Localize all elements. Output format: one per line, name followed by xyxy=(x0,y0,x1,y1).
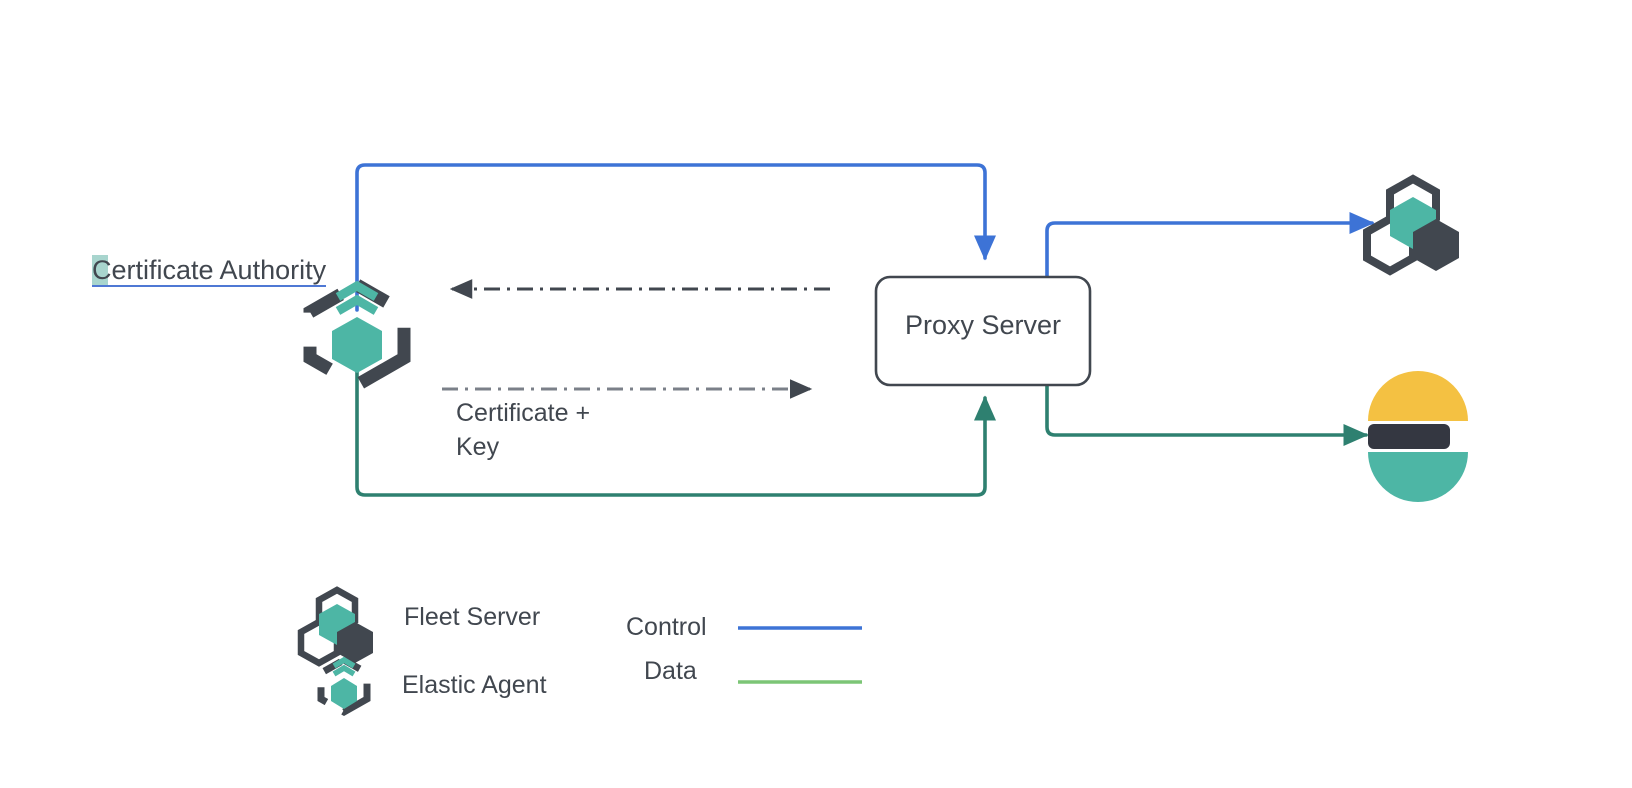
label-highlight xyxy=(92,255,108,285)
cert-key-edge-label: Certificate + Key xyxy=(456,396,590,464)
elasticsearch-icon[interactable] xyxy=(1368,371,1468,502)
legend-label-elastic-agent: Elastic Agent xyxy=(402,671,547,699)
elasticsearch-dark-bar xyxy=(1368,424,1450,449)
proxy-server-label: Proxy Server xyxy=(904,310,1062,340)
legend-fleet-server-icon xyxy=(297,586,373,667)
legend-label-control: Control xyxy=(626,613,707,641)
agent-inner-hex xyxy=(332,317,382,373)
cert-key-line-2: Key xyxy=(456,433,500,461)
legend-elastic-agent-icon xyxy=(317,655,371,717)
edge-data-agent-to-proxy xyxy=(355,358,997,497)
agent-outer-hex xyxy=(303,277,411,393)
edge-data-proxy-to-elasticsearch xyxy=(1045,383,1369,447)
elastic-agent-icon[interactable] xyxy=(303,277,411,393)
legend-label-data: Data xyxy=(644,657,697,685)
elasticsearch-yellow-arc xyxy=(1368,371,1468,421)
elasticsearch-teal-arc xyxy=(1368,452,1468,502)
fleet-server-icon[interactable] xyxy=(1363,174,1459,276)
edge-control-agent-to-proxy xyxy=(355,163,997,312)
legend-label-fleet-server: Fleet Server xyxy=(404,603,541,631)
cert-key-line-1: Certificate + xyxy=(456,399,591,427)
certificate-authority-label: Certificate Authority xyxy=(92,252,327,288)
proxy-server-box[interactable] xyxy=(874,275,1092,387)
certificate-authority-label-text: Certificate Authority xyxy=(92,255,327,287)
edge-control-proxy-to-fleet xyxy=(1045,211,1375,280)
